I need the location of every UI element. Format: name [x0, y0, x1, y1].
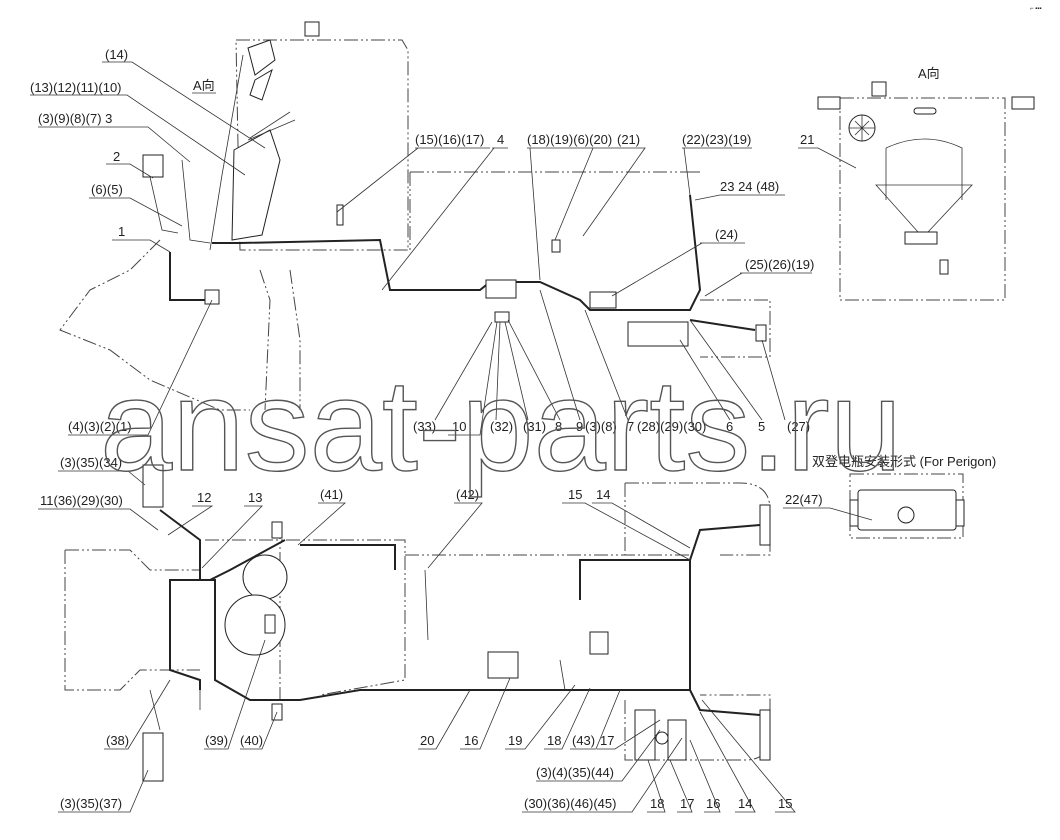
callout: 12 [197, 490, 211, 505]
rear-light-icon [142, 732, 164, 782]
callout: 10 [452, 419, 466, 434]
callout: (4)(3)(2)(1) [68, 419, 132, 434]
callout: (18)(19)(6)(20) [527, 132, 612, 147]
callout: (21) [617, 132, 640, 147]
watermark: ansat-parts.ru [100, 352, 902, 498]
callout: (27) [787, 419, 810, 434]
callout: (22)(23)(19) [682, 132, 751, 147]
callout: 4 [497, 132, 504, 147]
callout: (38) [106, 733, 129, 748]
callout: 23 24 (48) [720, 179, 779, 194]
mirror-right-icon [1011, 96, 1035, 110]
callout: 14 [738, 796, 752, 811]
callout: (6)(5) [91, 182, 123, 197]
corner-mark: ⌐ ▪▪▪ [1030, 6, 1042, 12]
callout: (3)(4)(35)(44) [536, 765, 614, 780]
callout: (3)(8) [585, 419, 617, 434]
pedal-switch-icon [142, 154, 164, 178]
component-16-icon [487, 651, 519, 679]
callout: 17 [600, 733, 614, 748]
callout: 20 [420, 733, 434, 748]
view-a-title: A向 [918, 66, 940, 81]
callout: 15 [568, 487, 582, 502]
callout: (41) [320, 487, 343, 502]
callout: 14 [596, 487, 610, 502]
callout: (3)(35)(37) [60, 796, 122, 811]
battery-inset-title: 双登电瓶安装形式 (For Perigon) [812, 454, 996, 469]
front-light-icon [142, 464, 164, 508]
callout: 6 [726, 419, 733, 434]
horn-icon [589, 291, 617, 309]
direction-a-label: A向 [193, 78, 215, 93]
callout: (14) [105, 47, 128, 62]
callout: (3)(35)(34) [60, 455, 122, 470]
callout: (43) [572, 733, 595, 748]
top-view-drawing [64, 464, 771, 782]
callout: (39) [205, 733, 228, 748]
callout: (3)(9)(8)(7) 3 [38, 111, 112, 126]
mirror-left-icon [817, 96, 841, 110]
steering-wheel-icon [224, 594, 286, 656]
callout: (31) [523, 419, 546, 434]
fan-icon [242, 554, 288, 600]
callout: 22(47) [785, 492, 823, 507]
callout: 17 [680, 796, 694, 811]
battery-inset: 双登电瓶安装形式 (For Perigon) 22(47) [783, 454, 996, 539]
callout: (28)(29)(30) [637, 419, 706, 434]
beacon-light-icon [304, 21, 320, 37]
callout: 7 [627, 419, 634, 434]
callout: (42) [456, 487, 479, 502]
callout: (15)(16)(17) [415, 132, 484, 147]
callout: 16 [464, 733, 478, 748]
callout: (24) [715, 227, 738, 242]
callout: 8 [555, 419, 562, 434]
callout: (25)(26)(19) [745, 257, 814, 272]
callout: (40) [240, 733, 263, 748]
callout: 16 [706, 796, 720, 811]
top-view-callouts: (3)(35)(34) 11(36)(29)(30) 12 13 (41) (4… [38, 455, 796, 813]
callout: (30)(36)(46)(45) [524, 796, 616, 811]
callout: 19 [508, 733, 522, 748]
callout: 18 [547, 733, 561, 748]
side-view-drawing [59, 21, 771, 411]
callout: (33) [413, 419, 436, 434]
view-a: A向 21 [798, 66, 1035, 301]
callout: 9 [576, 419, 583, 434]
callout: 11(36)(29)(30) [40, 493, 123, 508]
callout: 15 [778, 796, 792, 811]
side-view-callouts: A向 (14) (13)(12)(11)(10) (3)(9)(8)(7) 3 … [30, 47, 814, 436]
callout: 1 [118, 224, 125, 239]
callout: 13 [248, 490, 262, 505]
callout: 5 [758, 419, 765, 434]
beacon-light-icon [871, 81, 887, 97]
callout: 21 [800, 132, 814, 147]
callout: (13)(12)(11)(10) [30, 80, 122, 95]
callout: 2 [113, 149, 120, 164]
callout: (32) [490, 419, 513, 434]
